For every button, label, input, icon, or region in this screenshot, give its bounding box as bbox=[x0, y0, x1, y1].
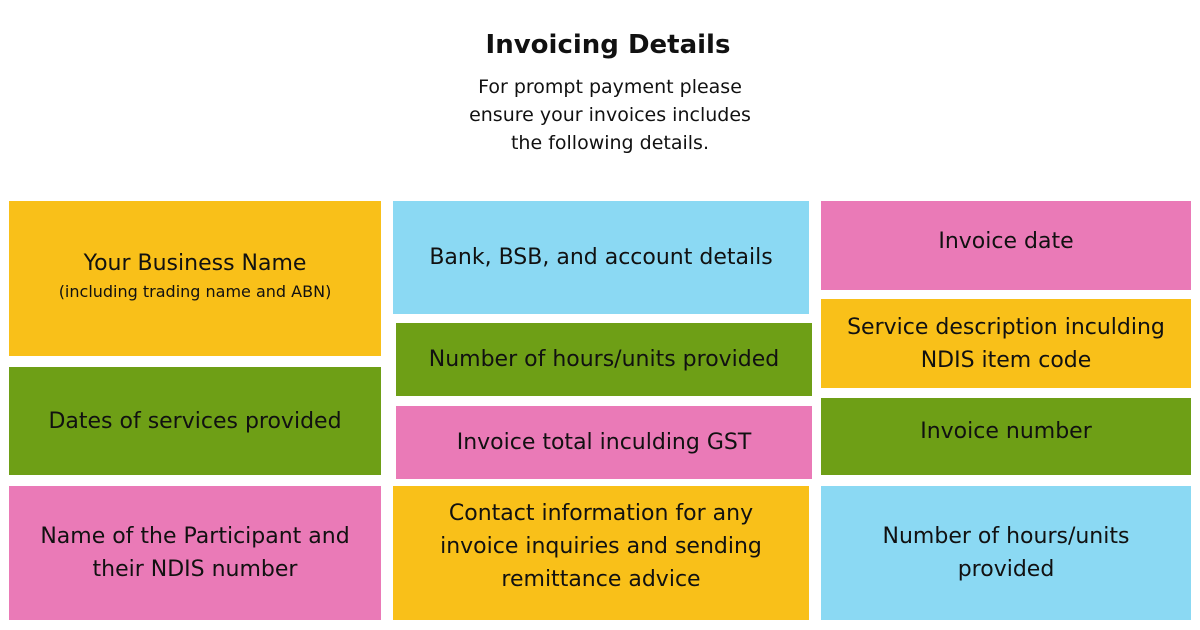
invoice-number-card: Invoice number bbox=[821, 398, 1191, 475]
hours-units-card: Number of hours/units provided bbox=[396, 323, 812, 396]
card-text: Service description inculding bbox=[847, 314, 1165, 340]
card-text: Contact information for any bbox=[448, 500, 754, 526]
dates-of-services-card: Dates of services provided bbox=[9, 367, 381, 475]
subtitle-line: For prompt payment please bbox=[478, 76, 742, 98]
card-text: Name of the Participant and bbox=[40, 524, 350, 549]
card-text: their NDIS number bbox=[92, 557, 298, 582]
card-text: provided bbox=[957, 557, 1055, 582]
card-text: Invoice number bbox=[920, 419, 1092, 444]
card-text: Dates of services provided bbox=[48, 408, 342, 434]
card-text: Invoice total inculding GST bbox=[456, 430, 752, 455]
hours-units-right-card: Number of hours/units provided bbox=[821, 486, 1191, 620]
card-text: Number of hours/units provided bbox=[428, 347, 780, 372]
bank-details-card: Bank, BSB, and account details bbox=[393, 201, 809, 314]
card-text: Bank, BSB, and account details bbox=[429, 245, 773, 270]
card-text: Number of hours/units bbox=[882, 524, 1130, 549]
card-text: NDIS item code bbox=[920, 347, 1092, 373]
participant-name-card: Name of the Participant and their NDIS n… bbox=[9, 486, 381, 620]
page-subtitle: For prompt payment please ensure your in… bbox=[0, 73, 1200, 157]
card-text: remittance advice bbox=[501, 566, 701, 592]
card-text: Your Business Name bbox=[83, 251, 307, 276]
invoice-total-card: Invoice total inculding GST bbox=[396, 406, 812, 479]
invoice-date-card: Invoice date bbox=[821, 201, 1191, 290]
business-name-card: Your Business Name (including trading na… bbox=[9, 201, 381, 356]
subtitle-line: ensure your invoices includes bbox=[469, 104, 751, 126]
contact-information-card: Contact information for any invoice inqu… bbox=[393, 486, 809, 620]
card-text: invoice inquiries and sending bbox=[440, 533, 762, 559]
card-text: Invoice date bbox=[938, 229, 1074, 254]
subtitle-line: the following details. bbox=[510, 132, 709, 154]
card-subtext: (including trading name and ABN) bbox=[58, 282, 332, 301]
service-description-card: Service description inculding NDIS item … bbox=[821, 299, 1191, 388]
page-title: Invoicing Details bbox=[485, 30, 731, 60]
